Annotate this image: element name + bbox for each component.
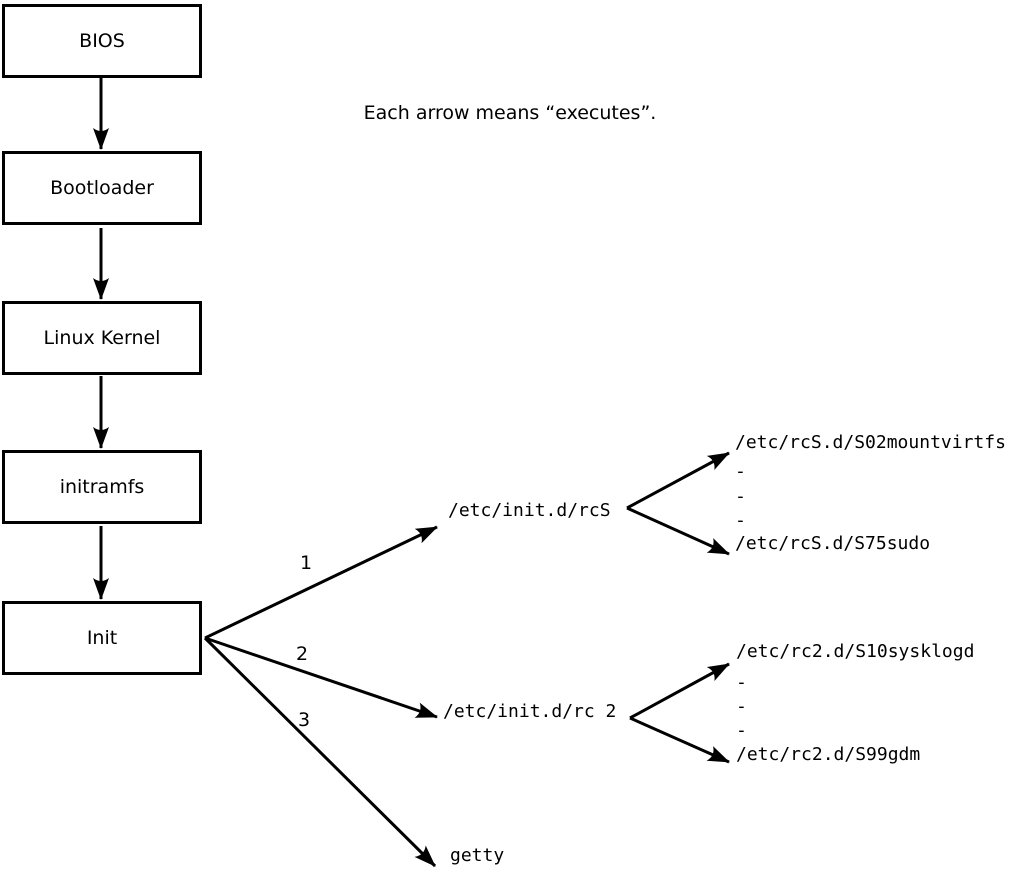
arrow-init-to-getty [203,636,437,868]
box-linux-kernel-label: Linux Kernel [43,327,161,349]
rc2d-ellipsis-dash-3: - [736,720,747,741]
legend-note: Each arrow means “executes”. [363,102,657,124]
box-bootloader-label: Bootloader [50,177,154,199]
rc2d-ellipsis-dash-2: - [736,696,747,717]
box-init-label: Init [86,627,118,649]
rcSd-ellipsis-dash-3: - [735,510,746,531]
arrow-rcS-to-s02mountvirtfs [626,451,730,510]
branch-2-number: 2 [296,643,309,665]
branch-1-number: 1 [300,552,313,574]
arrow-rc2-to-s99gdm [629,716,730,764]
label-rcSd-last-script: /etc/rcS.d/S75sudo [735,533,931,554]
box-initramfs: initramfs [2,450,202,524]
label-etc-init-d-rcS: /etc/init.d/rcS [448,500,611,521]
box-bios: BIOS [2,4,202,78]
rc2d-ellipsis-dash-1: - [736,672,747,693]
arrow-init-to-rc2 [204,636,438,719]
arrow-rcS-to-s75sudo [626,506,730,556]
label-rcSd-first-script: /etc/rcS.d/S02mountvirtfs [735,432,1006,453]
label-getty: getty [450,845,505,866]
rcSd-ellipsis-dash-1: - [735,461,746,482]
label-rc2d-first-script: /etc/rc2.d/S10sysklogd [736,641,975,662]
label-etc-init-d-rc2: /etc/init.d/rc 2 [443,701,617,722]
box-init: Init [2,601,202,675]
box-bootloader: Bootloader [2,151,202,225]
arrow-rc2-to-s10sysklogd [629,662,730,720]
box-linux-kernel: Linux Kernel [2,301,202,375]
box-bios-label: BIOS [79,30,125,52]
branch-3-number: 3 [298,709,311,731]
box-initramfs-label: initramfs [59,476,145,498]
arrow-init-to-rcS [204,525,438,640]
rcSd-ellipsis-dash-2: - [735,486,746,507]
label-rc2d-last-script: /etc/rc2.d/S99gdm [736,744,921,765]
